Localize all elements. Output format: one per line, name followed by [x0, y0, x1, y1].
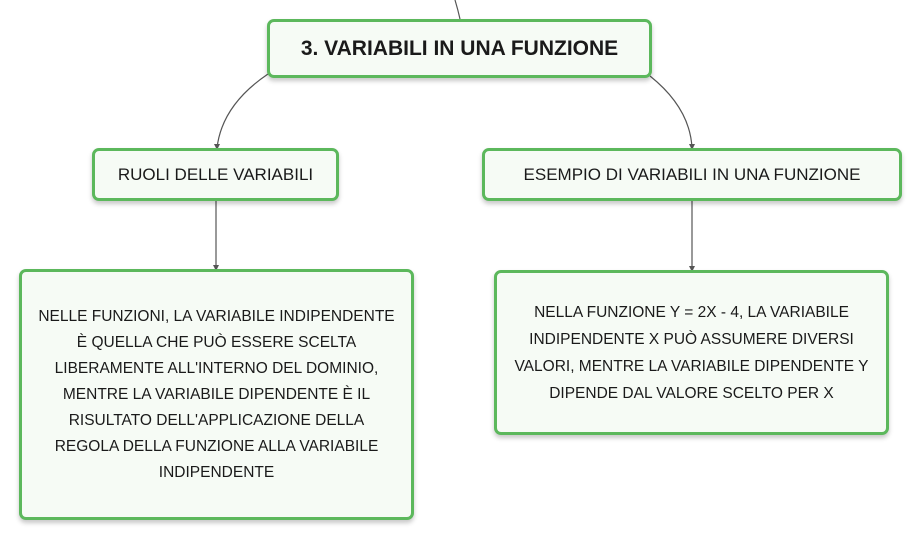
root-topic-node[interactable]: 3. VARIABILI IN UNA FUNZIONE [267, 19, 652, 78]
connector-parent-to-root [454, 0, 461, 20]
connector-arrowhead-3 [213, 265, 219, 271]
leaf-node-ruoli-description[interactable]: NELLE FUNZIONI, LA VARIABILE INDIPENDENT… [19, 269, 414, 520]
branch-label: ESEMPIO DI VARIABILI IN UNA FUNZIONE [523, 164, 861, 184]
branch-node-ruoli-variabili[interactable]: RUOLI DELLE VARIABILI [92, 148, 339, 201]
leaf-node-esempio-description[interactable]: NELLA FUNZIONE Y = 2X - 4, LA VARIABILE … [494, 270, 889, 435]
branch-label: RUOLI DELLE VARIABILI [117, 164, 314, 184]
connector-root-to-branch-1 [216, 73, 269, 149]
connector-arrowhead-1 [214, 144, 220, 150]
leaf-text: NELLA FUNZIONE Y = 2X - 4, LA VARIABILE … [514, 303, 869, 402]
connector-arrowhead-4 [689, 266, 695, 272]
root-topic-label: 3. VARIABILI IN UNA FUNZIONE [300, 36, 619, 60]
leaf-text: NELLE FUNZIONI, LA VARIABILE INDIPENDENT… [38, 307, 395, 481]
connector-root-to-branch-2 [649, 75, 693, 149]
branch-node-esempio-variabili[interactable]: ESEMPIO DI VARIABILI IN UNA FUNZIONE [482, 148, 902, 201]
connector-arrowhead-2 [689, 144, 695, 150]
